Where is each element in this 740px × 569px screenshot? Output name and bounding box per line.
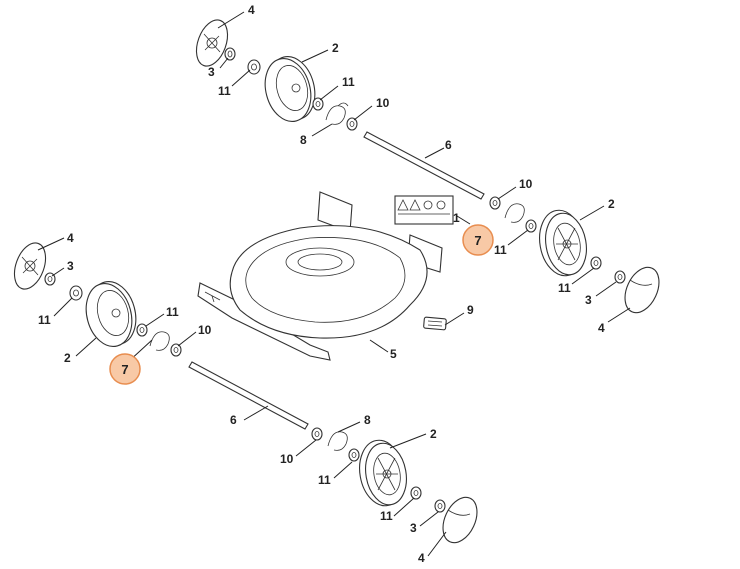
right-washer: [489, 196, 501, 210]
label-right-washer: 10: [519, 177, 533, 191]
label-deck: 5: [390, 347, 397, 361]
bottom-axle: [188, 361, 309, 430]
top-washer: [346, 117, 358, 131]
left-nut-b: [136, 323, 148, 337]
right-nut-2: [590, 256, 602, 270]
label-right-small: 1: [453, 211, 460, 225]
label-top-hubcap: 4: [248, 3, 255, 17]
right-hubcap: [624, 266, 660, 314]
label-top-wheel: 2: [332, 41, 339, 55]
part-tag: [423, 316, 447, 331]
label-right-ring: 3: [585, 293, 592, 307]
label-left-wheel: 2: [64, 351, 71, 365]
right-spring: [504, 203, 525, 223]
label-bottom-washer: 10: [280, 452, 294, 466]
top-nut-b: [312, 97, 324, 111]
right-wheel: [539, 209, 587, 277]
label-bottom-axle: 6: [230, 413, 237, 427]
left-hubcap: [13, 242, 47, 290]
label-bottom-nut-a: 11: [318, 473, 331, 487]
label-left-hubcap: 4: [67, 231, 74, 245]
top-hub-ring: [224, 47, 236, 61]
top-axle: [363, 131, 485, 200]
label-right-hubcap: 4: [598, 321, 605, 335]
bottom-washer: [311, 427, 323, 441]
label-tag: 9: [467, 303, 474, 317]
label-left-hub-ring: 3: [67, 259, 74, 273]
top-wheel: [264, 56, 316, 122]
callout-circle-right: [462, 224, 494, 256]
left-nut-a: [69, 285, 83, 301]
left-wheel: [85, 281, 137, 347]
warning-decal: [394, 195, 454, 225]
label-top-axle: 6: [445, 138, 452, 152]
label-left-nut-a: 11: [38, 313, 51, 327]
right-ring: [614, 270, 626, 284]
callout-right-number: 7: [474, 233, 481, 248]
label-left-washer: 10: [198, 323, 212, 337]
label-left-nut-b: 11: [166, 305, 179, 319]
left-spring: [149, 331, 170, 351]
top-spring: [325, 102, 349, 125]
callout-circle-left: [109, 353, 141, 385]
bottom-nut-a: [348, 448, 360, 462]
label-right-nut-2: 11: [558, 281, 571, 295]
top-nut-a: [247, 59, 261, 75]
label-bottom-hubcap: 4: [418, 551, 425, 565]
label-right-wheel: 2: [608, 197, 615, 211]
bottom-ring: [434, 499, 446, 513]
label-bottom-nut-b: 11: [380, 509, 393, 523]
label-bottom-spring: 8: [364, 413, 371, 427]
bottom-wheel: [359, 439, 407, 507]
bottom-nut-b: [410, 486, 422, 500]
mower-deck: [197, 191, 443, 361]
callout-left-number: 7: [121, 362, 128, 377]
right-nut: [525, 219, 537, 233]
label-top-washer: 10: [376, 96, 390, 110]
bottom-hubcap: [442, 496, 478, 544]
label-top-nut-b: 11: [342, 75, 355, 89]
left-washer: [170, 343, 182, 357]
label-bottom-wheel: 2: [430, 427, 437, 441]
label-top-nut-a: 11: [218, 84, 231, 98]
label-top-hub-ring: 3: [208, 65, 215, 79]
leader-lines: [37, 11, 631, 557]
bottom-spring: [327, 431, 348, 451]
label-bottom-ring: 3: [410, 521, 417, 535]
label-right-nut: 11: [494, 243, 507, 257]
top-hubcap: [195, 19, 229, 67]
label-top-spring: 8: [300, 133, 307, 147]
